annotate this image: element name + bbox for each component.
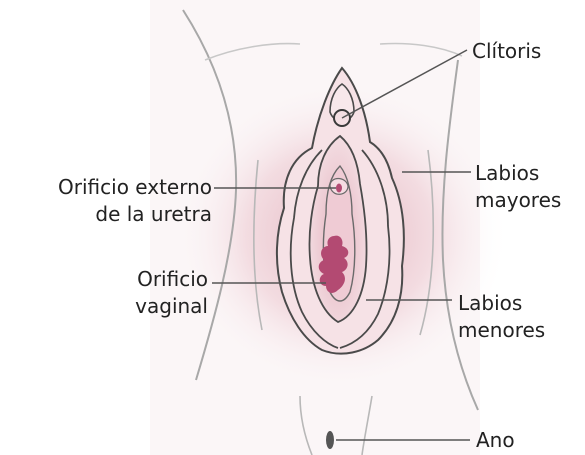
label-menores-line1: Labios	[458, 290, 545, 317]
label-labios-mayores: Labios mayores	[475, 160, 561, 214]
label-labios-menores: Labios menores	[458, 290, 545, 344]
label-ano-text: Ano	[476, 427, 515, 454]
label-vaginal-line1: Orificio	[100, 266, 208, 293]
label-uretra: Orificio externo de la uretra	[10, 174, 212, 228]
label-uretra-line1: Orificio externo	[10, 174, 212, 201]
label-ano: Ano	[476, 427, 515, 454]
label-clitoris-text: Clítoris	[472, 38, 541, 65]
label-vaginal-line2: vaginal	[100, 293, 208, 320]
anus	[326, 431, 334, 449]
label-orificio-vaginal: Orificio vaginal	[100, 266, 208, 320]
label-clitoris: Clítoris	[472, 38, 541, 65]
label-uretra-line2: de la uretra	[10, 201, 212, 228]
label-mayores-line2: mayores	[475, 187, 561, 214]
label-mayores-line1: Labios	[475, 160, 561, 187]
label-menores-line2: menores	[458, 317, 545, 344]
urethral-opening	[336, 184, 342, 193]
